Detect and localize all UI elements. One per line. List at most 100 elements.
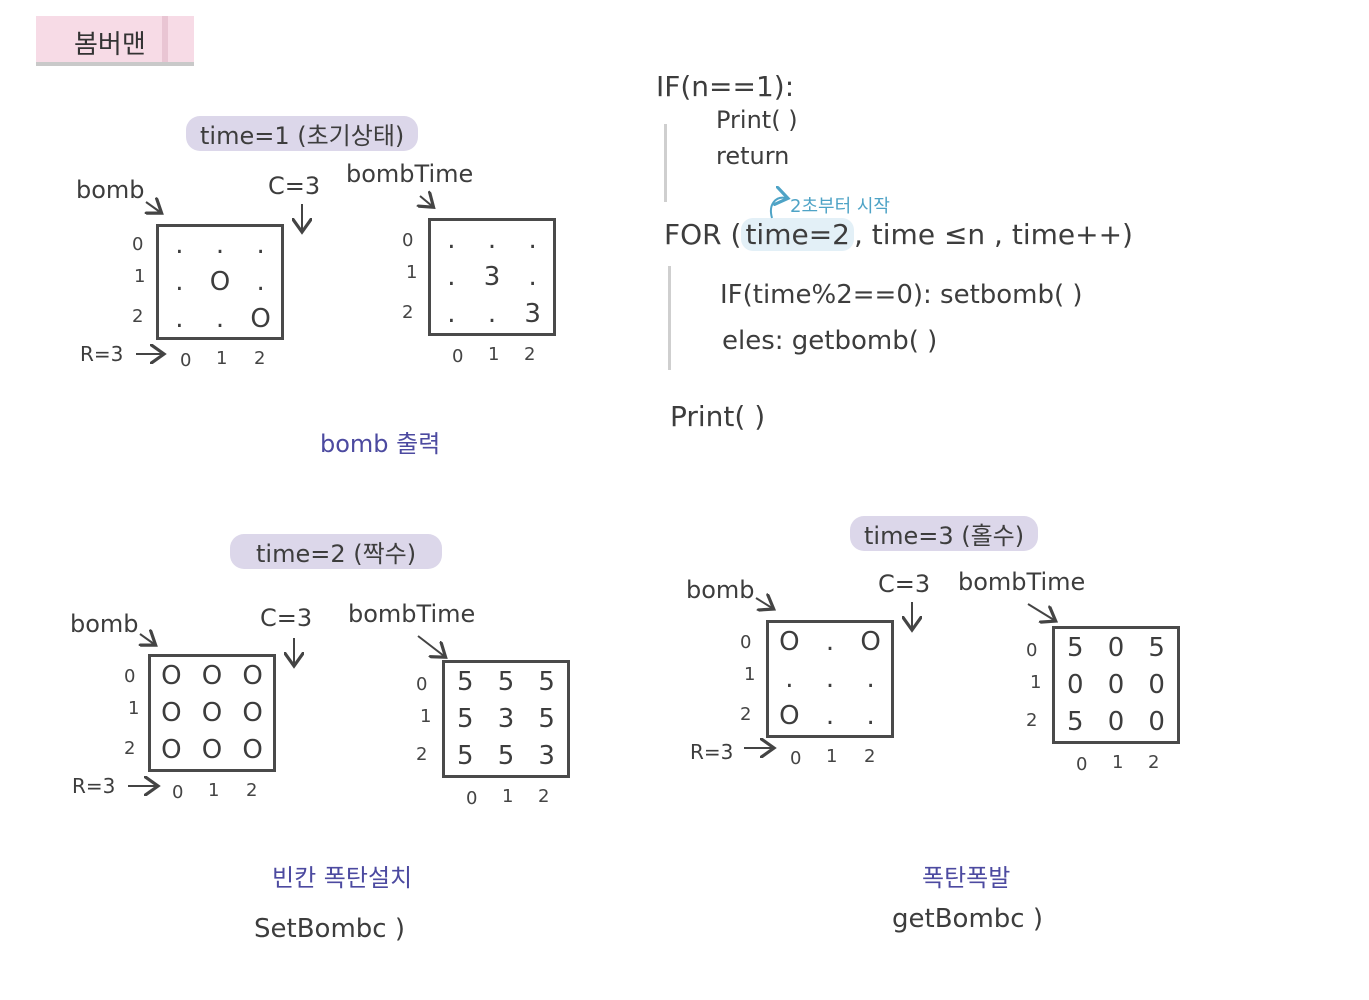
t2-bombtime-grid: 5 5 5 5 3 5 5 5 3 [442, 660, 570, 778]
t1-time-col-idx-2: 2 [524, 344, 536, 365]
t1-time-cell: . [447, 224, 456, 255]
code-for-init: time=2 [741, 218, 854, 251]
t3-time-col-idx-0: 0 [1076, 754, 1088, 775]
t2-bomb-cell: O [242, 697, 263, 728]
t3-time-row-idx-2: 2 [1026, 710, 1038, 731]
t2-c-label: C=3 [260, 604, 313, 632]
t2-row-idx-2: 2 [124, 738, 136, 759]
t2-time-cell: 5 [497, 741, 515, 772]
title-accent-bar [162, 16, 168, 62]
t1-col-idx-1: 1 [216, 348, 228, 369]
t2-time-cell: 5 [457, 666, 474, 697]
code-if-line: IF(n==1): [656, 70, 795, 103]
t3-label: time=3 (홀수) [850, 516, 1039, 551]
t3-bomb-cell: . [866, 663, 875, 694]
t3-col-idx-2: 2 [864, 746, 876, 767]
code-for-rest: , time ≤n , time++) [853, 218, 1133, 251]
code-print-inner: Print( ) [716, 106, 798, 134]
t2-time-cell: 5 [538, 666, 555, 697]
t2-bomb-grid: O O O O O O O O O [148, 654, 276, 772]
t3-bomb-cell: . [825, 663, 835, 694]
code-else-line: eles: getbomb( ) [722, 326, 938, 356]
t3-func: getBombc ) [892, 904, 1043, 934]
t1-c-label: C=3 [268, 172, 321, 200]
t2-time-col-idx-2: 2 [538, 786, 550, 807]
t2-time-cell: 5 [457, 741, 474, 772]
t3-bomb-label: bomb [686, 576, 755, 604]
t1-time-cell: . [487, 224, 497, 255]
page-title: 봄버맨 [74, 30, 146, 60]
t3-time-row-idx-0: 0 [1026, 640, 1038, 661]
t1-time-col-idx-1: 1 [488, 344, 500, 365]
t2-time-cell: 3 [497, 703, 515, 734]
code-if-bracket [664, 124, 667, 202]
t2-time-cell: 5 [497, 666, 515, 697]
t1-bomb-arrow [146, 202, 160, 212]
t2-time-row-idx-2: 2 [416, 744, 428, 765]
t1-time-cell: . [528, 224, 537, 255]
code-for-prefix: FOR ( [664, 218, 742, 251]
code-return: return [716, 142, 790, 170]
t2-col-idx-2: 2 [246, 780, 258, 801]
t1-bombtime-label: bombTime [346, 160, 474, 188]
code-if-time: IF(time%2==0): setbomb( ) [720, 280, 1083, 310]
t3-bomb-cell: O [779, 701, 800, 732]
t3-time-cell: 0 [1067, 669, 1084, 700]
t3-row-idx-2: 2 [740, 704, 752, 725]
t2-time-cell: 5 [457, 703, 474, 734]
t3-time-cell: 5 [1148, 632, 1165, 663]
t3-r-label: R=3 [690, 740, 734, 764]
code-print-end: Print( ) [670, 400, 766, 433]
t2-time-col-idx-1: 1 [502, 786, 514, 807]
t3-time-cell: 0 [1148, 707, 1165, 738]
t2-bomb-cell: O [161, 735, 182, 766]
t3-bomb-grid: O . O . . . O . . [766, 620, 894, 738]
t2-time-cell: 3 [538, 741, 555, 772]
t2-bombtime-arrow [417, 635, 444, 656]
code-for-line: FOR (time=2, time ≤n , time++) [664, 218, 1133, 251]
t3-row-idx-0: 0 [740, 632, 752, 653]
t1-bomb-cell: O [250, 303, 271, 334]
t3-bombtime-label: bombTime [958, 568, 1086, 596]
t3-c-label: C=3 [878, 570, 931, 598]
t2-bomb-arrow [140, 634, 154, 644]
t1-row-idx-0: 0 [132, 234, 144, 255]
t3-col-idx-1: 1 [826, 746, 838, 767]
t1-row-idx-2: 2 [132, 306, 144, 327]
t3-time-cell: 0 [1107, 707, 1125, 738]
code-note-arrow [770, 198, 786, 219]
t3-bomb-cell: . [825, 626, 835, 657]
code-note: 2초부터 시작 [790, 196, 890, 217]
t2-row-idx-1: 1 [128, 698, 140, 719]
t3-time-col-idx-2: 2 [1148, 752, 1160, 773]
t2-bomb-cell: O [242, 735, 263, 766]
t1-time-row-idx-2: 2 [402, 302, 414, 323]
page-title-box: 봄버맨 [36, 16, 194, 66]
t1-time-cell: 3 [524, 299, 541, 330]
t3-time-cell: 5 [1067, 632, 1084, 663]
t2-bomb-cell: O [161, 660, 182, 691]
t1-time-cell: . [528, 261, 537, 292]
t1-r-label: R=3 [80, 342, 124, 366]
t3-bomb-cell: O [779, 626, 800, 657]
t2-bomb-cell: O [201, 697, 223, 728]
t2-bomb-cell: O [201, 735, 223, 766]
t1-bombtime-grid: . . . . 3 . . . 3 [428, 218, 556, 336]
t1-bomb-cell: . [256, 266, 265, 297]
t3-time-cell: 0 [1107, 632, 1125, 663]
t2-bomb-cell: O [242, 660, 263, 691]
code-for-bracket [668, 266, 671, 370]
t3-time-cell: 0 [1148, 669, 1165, 700]
t1-time-row-idx-0: 0 [402, 230, 414, 251]
t2-col-idx-0: 0 [172, 782, 184, 803]
t2-func: SetBombc ) [254, 914, 405, 944]
t1-time-cell: . [447, 261, 456, 292]
t1-bomb-cell: . [175, 266, 184, 297]
t2-time-cell: 5 [538, 703, 555, 734]
t3-bomb-cell: . [866, 701, 875, 732]
t3-time-cell: 0 [1107, 669, 1125, 700]
t1-bomb-cell: . [175, 303, 184, 334]
t1-time-cell: 3 [483, 261, 501, 292]
t1-bomb-label: bomb [76, 176, 145, 204]
